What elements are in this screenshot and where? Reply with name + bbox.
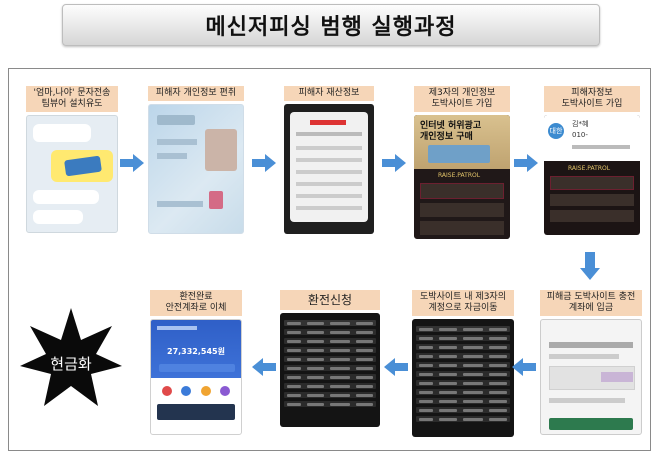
- exchange-screenshot: [280, 313, 380, 427]
- page-title: 메신저피싱 범행 실행과정: [205, 15, 457, 40]
- step-third-party-signup: 제3자의 개인정보 도박사이트 가입 인터넷 허위광고 개인정보 구매 RAIS…: [414, 86, 510, 239]
- step-deposit: 피해금 도박사이트 충전 계좌에 입금: [540, 290, 642, 435]
- id-card-screenshot: [148, 104, 244, 234]
- arrow-down-icon: [580, 252, 600, 280]
- ad-screenshot: 인터넷 허위광고 개인정보 구매 RAISE.PATROL: [414, 115, 510, 239]
- step-exchange: 환전신청: [280, 290, 380, 427]
- chat-screenshot: [26, 115, 118, 233]
- site-name: RAISE.PATROL: [438, 172, 481, 179]
- ad-overlay-text: 인터넷 허위광고 개인정보 구매: [420, 121, 482, 142]
- step-safe-account: 환전완료 안전계좌로 이체 27,332,545원: [150, 290, 242, 435]
- step-sms: '엄마,나야' 문자전송 팀뷰어 설치유도: [26, 86, 118, 233]
- arrow-right-icon: [514, 154, 538, 172]
- id-badge: 대한: [548, 123, 564, 139]
- arrow-left-icon: [512, 358, 536, 376]
- cash-label: 현금화: [50, 355, 92, 373]
- balance-amount: 27,332,545원: [167, 347, 225, 356]
- arrow-right-icon: [382, 154, 406, 172]
- step-assets: 피해자 재산정보: [284, 86, 374, 234]
- deposit-screenshot: [540, 319, 642, 435]
- signup-screenshot: 대한 김*혜 010- RAISE.PATROL: [544, 115, 640, 235]
- step-caption: 도박사이트 내 제3자의 계정으로 자금이동: [412, 290, 514, 316]
- arrow-left-icon: [252, 358, 276, 376]
- cash-star-icon: 현금화: [20, 308, 122, 406]
- step-caption: 피해자 개인정보 편취: [148, 86, 244, 101]
- step-caption: '엄마,나야' 문자전송 팀뷰어 설치유도: [26, 86, 118, 112]
- step-id-card: 피해자 개인정보 편취: [148, 86, 244, 234]
- step-transfer: 도박사이트 내 제3자의 계정으로 자금이동: [412, 290, 514, 437]
- step-caption: 피해자정보 도박사이트 가입: [544, 86, 640, 112]
- step-caption: 피해자 재산정보: [284, 86, 374, 101]
- title-banner: 메신저피싱 범행 실행과정: [62, 4, 600, 46]
- transfer-screenshot: [412, 319, 514, 437]
- step-caption: 제3자의 개인정보 도박사이트 가입: [414, 86, 510, 112]
- step-caption: 환전완료 안전계좌로 이체: [150, 290, 242, 316]
- arrow-left-icon: [384, 358, 408, 376]
- site-name: RAISE.PATROL: [568, 165, 611, 172]
- arrow-right-icon: [120, 154, 144, 172]
- step-caption: 피해금 도박사이트 충전 계좌에 입금: [540, 290, 642, 316]
- arrow-right-icon: [252, 154, 276, 172]
- phone-label: 010-: [572, 131, 588, 139]
- step-caption: 환전신청: [280, 290, 380, 310]
- step-victim-signup: 피해자정보 도박사이트 가입 대한 김*혜 010- RAISE.PATROL: [544, 86, 640, 235]
- bank-app-screenshot: 27,332,545원: [150, 319, 242, 435]
- bank-screenshot: [284, 104, 374, 234]
- name-label: 김*혜: [572, 120, 589, 128]
